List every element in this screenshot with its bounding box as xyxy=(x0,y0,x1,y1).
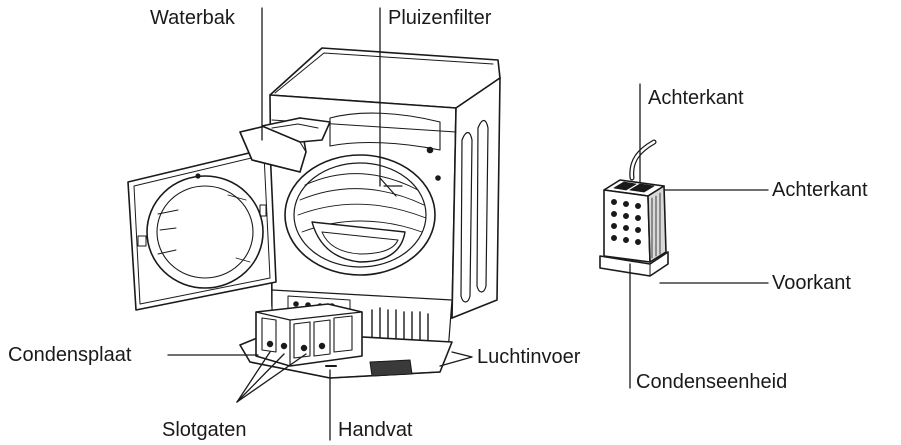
label-luchtinvoer: Luchtinvoer xyxy=(477,346,581,368)
label-condensplaat: Condensplaat xyxy=(8,344,132,366)
label-slotgaten: Slotgaten xyxy=(162,419,247,441)
leader-lines xyxy=(167,7,769,441)
label-handvat: Handvat xyxy=(338,419,413,441)
label-voorkant: Voorkant xyxy=(772,272,851,294)
label-waterbak: Waterbak xyxy=(150,7,235,29)
label-achterkant-top: Achterkant xyxy=(648,87,744,109)
water-container xyxy=(239,117,331,173)
label-condenseenheid: Condenseenheid xyxy=(636,371,788,393)
label-achterkant-right: Achterkant xyxy=(772,179,868,201)
dryer-door xyxy=(127,147,277,311)
condenser-in-dryer xyxy=(255,303,363,367)
drum-opening xyxy=(284,154,436,276)
label-pluizenfilter: Pluizenfilter xyxy=(388,7,492,29)
condenser-unit xyxy=(599,139,669,277)
